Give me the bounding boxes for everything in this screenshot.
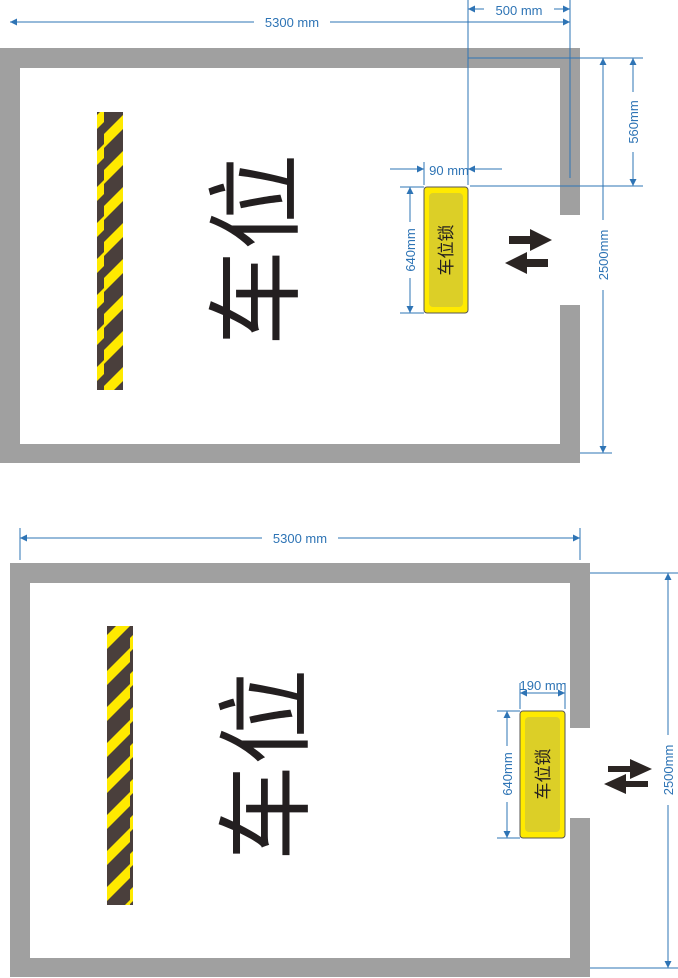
dim-depth: 2500mm [596,230,611,281]
parking-space-label: 车位 [201,154,313,346]
warning-stripe-bar [97,112,123,390]
two-way-arrows-icon [604,759,652,794]
dim-lock-width: 90 mm [429,163,469,178]
bottom-parking-space: 车位 车位锁 5300 mm 190 mm 640mm 2500mm [10,528,678,977]
dim-opening-offset: 500 mm [496,3,543,18]
warning-stripe-bar [107,626,133,905]
parking-lock: 车位锁 [519,710,566,839]
top-parking-space: 车位 车位锁 5300 mm 500 mm 90 mm 640mm 2500mm… [0,0,643,463]
parking-lock-label: 车位锁 [534,749,554,800]
dim-lock-width: 190 mm [520,678,567,693]
dim-lock-length: 640mm [403,228,418,271]
parking-lock: 车位锁 [423,186,469,314]
dim-width: 5300 mm [265,15,319,30]
parking-lock-label: 车位锁 [437,225,457,276]
dim-wall-to-lock: 560mm [626,100,641,143]
parking-space-label: 车位 [211,669,323,861]
dim-width: 5300 mm [273,531,327,546]
dim-depth: 2500mm [661,745,676,796]
dim-lock-length: 640mm [500,752,515,795]
two-way-arrows-icon [505,229,552,274]
